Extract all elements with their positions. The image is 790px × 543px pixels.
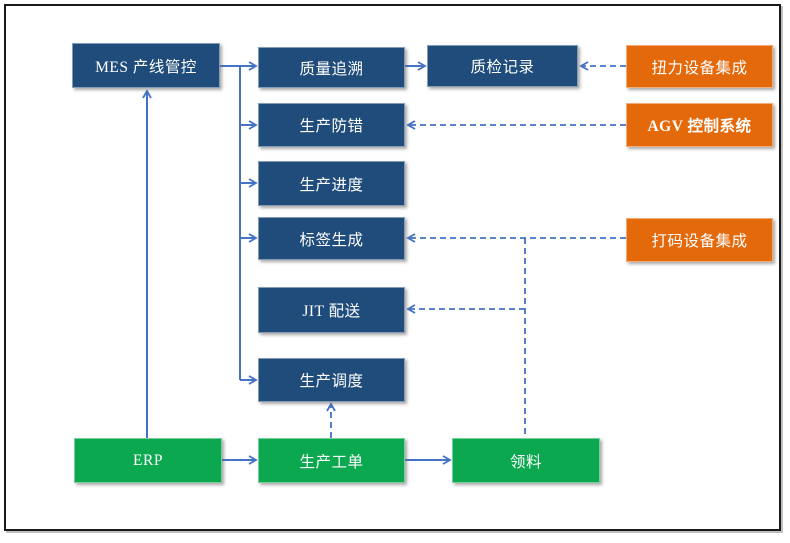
node-label-generation: 标签生成 [258, 217, 405, 260]
node-jit-delivery: JIT 配送 [258, 287, 405, 333]
node-quality-trace: 质量追溯 [258, 47, 405, 88]
node-production-progress: 生产进度 [258, 161, 405, 206]
node-mes: MES 产线管控 [72, 43, 220, 88]
node-coding-integration: 打码设备集成 [626, 218, 773, 262]
node-erp: ERP [74, 438, 222, 483]
node-torque-integration: 扭力设备集成 [626, 45, 773, 88]
node-production-scheduling: 生产调度 [258, 358, 405, 402]
node-material-picking: 领料 [452, 438, 600, 483]
node-error-proofing: 生产防错 [258, 103, 405, 147]
node-agv-control: AGV 控制系统 [626, 103, 773, 147]
node-inspection-record: 质检记录 [427, 45, 578, 87]
node-work-order: 生产工单 [258, 438, 405, 483]
